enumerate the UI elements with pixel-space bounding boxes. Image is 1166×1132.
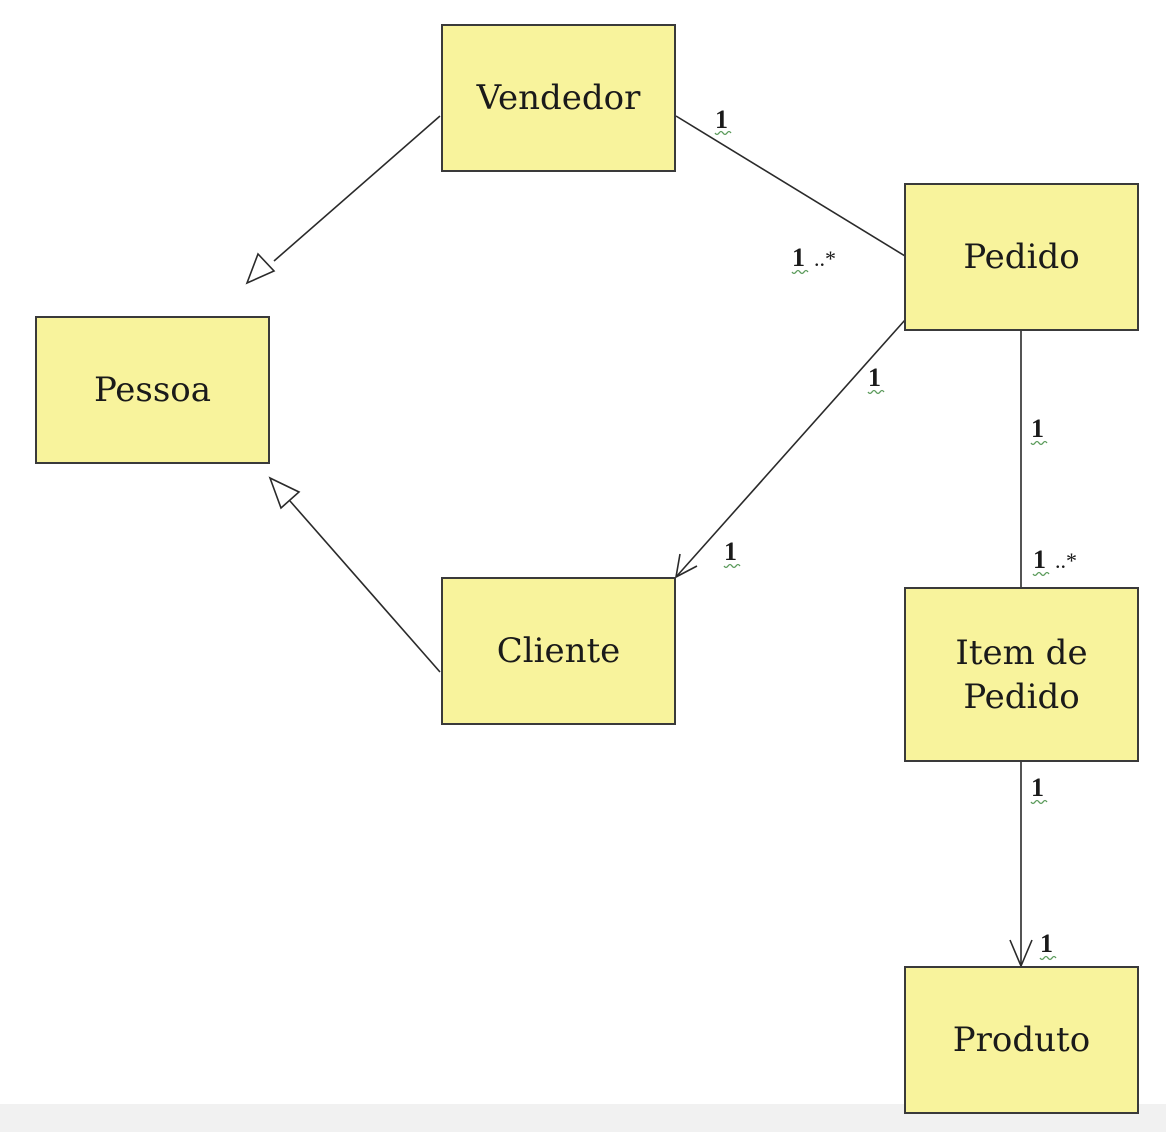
class-name: Cliente <box>496 631 621 671</box>
multiplicity-pedido-from-vendedor: 1 <box>792 243 805 272</box>
generalization-arrowhead-cliente <box>268 476 301 510</box>
multiplicity-item-from-pedido-rest: ..* <box>1055 548 1077 573</box>
association-line-vendedor-pedido <box>675 115 906 257</box>
multiplicity-pedido-from-vendedor-rest: ..* <box>814 246 836 271</box>
class-box-cliente[interactable]: Cliente <box>441 577 676 725</box>
multiplicity-cliente-end: 1 <box>724 537 737 566</box>
class-box-pedido[interactable]: Pedido <box>904 183 1139 331</box>
spellcheck-underline <box>723 563 741 569</box>
spellcheck-underline <box>1032 571 1050 577</box>
generalization-line-cliente-pessoa <box>289 500 441 673</box>
association-line-pedido-cliente <box>675 319 906 578</box>
class-name-line2: Pedido <box>963 676 1080 717</box>
class-box-produto[interactable]: Produto <box>904 966 1139 1114</box>
generalization-arrowhead-vendedor <box>245 252 276 285</box>
spellcheck-underline <box>867 389 885 395</box>
spellcheck-underline <box>791 269 809 275</box>
class-name: Vendedor <box>476 78 641 118</box>
generalization-line-vendedor-pessoa <box>273 115 441 262</box>
class-name: Produto <box>952 1020 1091 1060</box>
open-arrowhead-cliente <box>674 553 698 579</box>
multiplicity-pedido-to-item: 1 <box>1031 414 1044 443</box>
spellcheck-underline <box>1030 799 1048 805</box>
multiplicity-item-to-produto: 1 <box>1031 773 1044 802</box>
multiplicity-pedido-to-cliente: 1 <box>868 363 881 392</box>
class-name: Pessoa <box>93 370 212 410</box>
multiplicity-vendedor-end: 1 <box>715 105 728 134</box>
spellcheck-underline <box>1030 440 1048 446</box>
spellcheck-underline <box>714 130 732 136</box>
class-box-vendedor[interactable]: Vendedor <box>441 24 676 172</box>
spellcheck-underline <box>1039 955 1057 961</box>
multiplicity-produto-end: 1 <box>1040 929 1053 958</box>
multiplicity-item-from-pedido: 1 <box>1033 545 1046 574</box>
class-name: Pedido <box>963 237 1080 277</box>
class-box-pessoa[interactable]: Pessoa <box>35 316 270 464</box>
class-name-line1: Item de <box>955 632 1088 673</box>
class-box-item-de-pedido[interactable]: Item de Pedido <box>904 587 1139 762</box>
